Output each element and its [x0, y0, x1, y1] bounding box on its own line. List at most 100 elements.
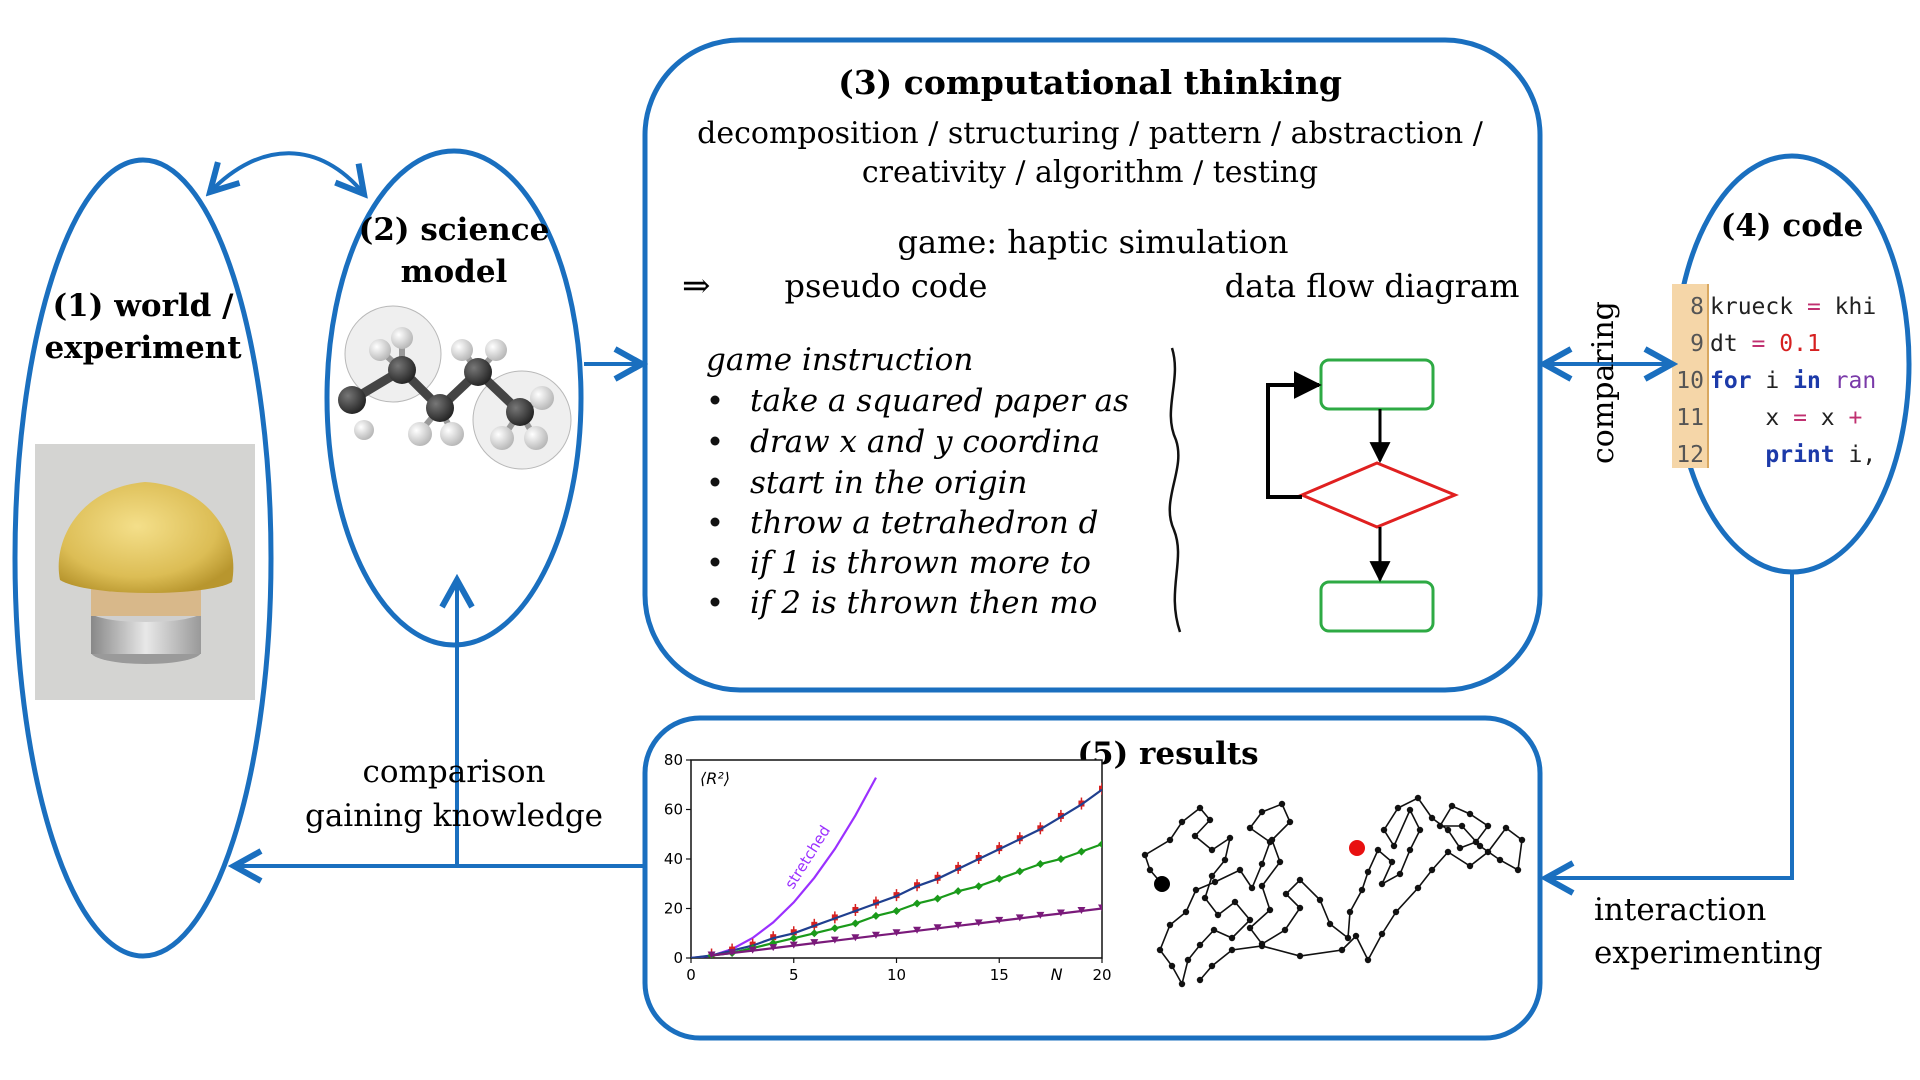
walk-step-point	[1484, 822, 1492, 830]
walk-step-point	[1502, 824, 1510, 832]
chart-series-line	[711, 907, 1102, 957]
walk-step-point	[1196, 804, 1204, 812]
walk-step-point	[1282, 890, 1290, 898]
walk-step-point	[1258, 942, 1266, 950]
label-comparing: comparing	[1586, 301, 1621, 464]
chart-data-point	[789, 941, 798, 949]
walk-step-point	[1374, 846, 1382, 854]
random-walk-plot	[1141, 794, 1526, 988]
walk-step-point	[1364, 868, 1372, 876]
walk-step-point	[1428, 866, 1436, 874]
chart-data-point	[954, 887, 963, 896]
svg-text:x = x +: x = x +	[1710, 405, 1862, 431]
instruction-item: if 2 is thrown then mo	[710, 585, 1097, 621]
chart-data-point	[1036, 911, 1045, 919]
walk-step-point	[1406, 806, 1414, 814]
walk-step-point	[1392, 908, 1400, 916]
node-world: (1) world / experiment	[12, 157, 274, 959]
walk-step-point	[1258, 808, 1266, 816]
keywords-line-1: decomposition / structuring / pattern / …	[697, 116, 1484, 151]
code-line: 12 print i,	[1676, 442, 1876, 468]
svg-text:8: 8	[1690, 294, 1704, 320]
world-ellipse	[12, 157, 274, 959]
walk-step-point	[1496, 856, 1504, 864]
walk-step-point	[1352, 932, 1360, 940]
code-title: (4) code	[1721, 208, 1864, 244]
chart-data-point	[913, 926, 922, 934]
code-snippet: 8 krueck = khi 9 dt = 0.1 10 for i in ra…	[1672, 284, 1876, 468]
walk-step-point	[1414, 884, 1422, 892]
svg-text:start in the origin: start in the origin	[750, 465, 1027, 501]
instruction-item: if 1 is thrown more to	[710, 545, 1091, 581]
chart-data-point	[830, 936, 839, 944]
walk-step-point	[1268, 836, 1276, 844]
walk-step-point	[1448, 802, 1456, 810]
chart-data-point	[974, 919, 983, 927]
chart-data-point	[728, 949, 737, 957]
walk-step-point	[1388, 858, 1396, 866]
svg-text:dt = 0.1: dt = 0.1	[1710, 331, 1821, 357]
svg-text:draw x and y coordina: draw x and y coordina	[750, 424, 1100, 460]
chart-data-point	[1098, 904, 1102, 912]
instruction-item: take a squared paper as	[710, 383, 1129, 419]
chart-data-point	[1098, 840, 1102, 849]
instruction-title: game instruction	[706, 342, 973, 378]
chart-y-tick-label: 80	[664, 751, 683, 769]
chart-data-point	[1015, 914, 1024, 922]
chart-data-point	[851, 934, 860, 942]
walk-step-point	[1226, 834, 1234, 842]
torn-paper-edge	[1168, 347, 1182, 633]
chart-data-point	[871, 911, 880, 920]
arrow-world-science	[210, 151, 364, 194]
walk-step-point	[1436, 822, 1444, 830]
walk-step-point	[1228, 934, 1236, 942]
chart-data-point	[830, 924, 839, 933]
chart-x-tick-label: 15	[990, 966, 1009, 984]
walk-step-point	[1228, 946, 1236, 954]
walk-step-point	[1278, 800, 1286, 808]
walk-step-point	[1394, 804, 1402, 812]
chart-data-point	[810, 929, 819, 938]
walk-step-point	[1246, 916, 1254, 924]
walk-step-point	[1414, 794, 1422, 802]
walk-step-point	[1191, 832, 1199, 840]
chart-data-point	[1077, 906, 1086, 914]
walk-step-point	[1258, 860, 1266, 868]
chart-data-point	[1056, 855, 1065, 863]
instruction-item: draw x and y coordina	[710, 424, 1100, 460]
pseudo-code-label: pseudo code	[785, 267, 988, 305]
walk-step-point	[1178, 818, 1186, 826]
walk-step-point	[1380, 826, 1388, 834]
walk-step-point	[1428, 814, 1436, 822]
chart-data-point	[769, 944, 778, 952]
walk-step-point	[1248, 884, 1256, 892]
walk-step-point	[1444, 848, 1452, 856]
flow-decision-diamond	[1298, 461, 1459, 529]
chart-data-point	[789, 934, 798, 943]
chart-x-tick-label: 10	[887, 966, 906, 984]
walk-step-point	[1141, 851, 1149, 859]
chart-series-line	[711, 843, 1102, 957]
code-gutter	[1672, 284, 1708, 468]
label-comparison: comparison	[362, 754, 545, 790]
chart-data-point	[748, 946, 757, 954]
walk-start-point	[1154, 876, 1170, 892]
walk-step-point	[1358, 886, 1366, 894]
svg-text:krueck = khi: krueck = khi	[1710, 294, 1876, 320]
node-code: (4) code 8 krueck = khi 9 dt = 0.1 10 fo…	[1672, 153, 1912, 575]
walk-step-point	[1390, 842, 1398, 850]
chart-data-point	[954, 921, 963, 929]
walk-step-point	[1166, 836, 1174, 844]
chart-x-tick-label: 5	[789, 966, 799, 984]
walk-step-point	[1184, 956, 1192, 964]
chart-data-point	[933, 894, 942, 903]
chart-frame	[690, 759, 1103, 959]
chart-data-point	[974, 882, 983, 891]
walk-step-point	[1208, 846, 1216, 854]
walk-step-point	[1258, 882, 1266, 890]
chart-data-point	[995, 916, 1004, 924]
computational-title: (3) computational thinking	[838, 63, 1342, 102]
walk-step-point	[1246, 824, 1254, 832]
instruction-item: throw a tetrahedron d	[710, 505, 1099, 541]
